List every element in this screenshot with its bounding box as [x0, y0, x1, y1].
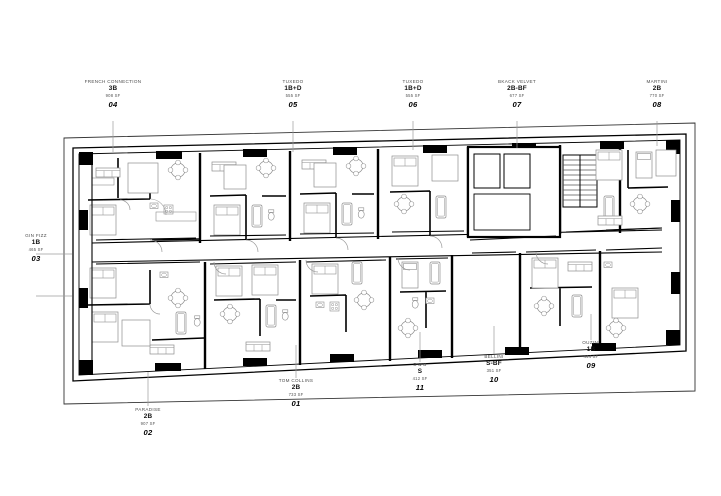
door-swings: [119, 199, 549, 315]
unit-plan-07: [389, 154, 459, 236]
unit-number: 04: [108, 99, 118, 109]
unit-callout-10[interactable]: BELLINI S-BF 351 SF 10: [454, 354, 534, 384]
unit-type: S: [417, 368, 423, 376]
unit-callout-09[interactable]: OUZINI 1B 444 SF 09: [551, 340, 631, 370]
unit-area: 733 SF: [288, 392, 304, 398]
unit-callout-08[interactable]: MARTINI 2B 770 SF 08: [617, 79, 697, 109]
unit-callout-01[interactable]: TOM COLLINS 2B 733 SF 01: [253, 378, 339, 408]
unit-type: 1B+D: [284, 85, 302, 93]
interior-partitions: [91, 160, 663, 372]
unit-plan-11: [309, 261, 375, 332]
unit-callout-06[interactable]: TUXEDO 1B+D 555 SF 06: [370, 79, 456, 109]
unit-callout-05[interactable]: TUXEDO 1B+D 555 SF 05: [250, 79, 336, 109]
demising-walls-lower: [203, 251, 602, 369]
unit-name: B & B: [413, 362, 427, 367]
unit-plan-05: [209, 157, 286, 240]
unit-name: BKACK VELVET: [498, 79, 536, 84]
unit-callout-03[interactable]: GIN FIZZ 1B 465 SF 03: [0, 233, 72, 263]
unit-name: TUXEDO: [282, 79, 304, 84]
unit-plan-10: [397, 261, 447, 339]
unit-type: S-BF: [486, 360, 502, 368]
unit-callout-02[interactable]: PARADISE 2B 907 SF 02: [105, 407, 191, 437]
unit-type: 2B-BF: [507, 85, 527, 93]
unit-name: FRENCH CONNECTION: [84, 79, 142, 84]
unit-name: GIN FIZZ: [25, 233, 47, 238]
unit-plan-04: [87, 158, 201, 241]
unit-name: MARTINI: [646, 79, 668, 84]
unit-area: 908 SF: [105, 93, 121, 99]
unit-area: 555 SF: [285, 93, 301, 99]
unit-plan-02: [87, 267, 205, 355]
unit-number: 02: [143, 427, 153, 437]
unit-area: 770 SF: [649, 93, 665, 99]
unit-name: OUZINI: [582, 340, 600, 345]
unit-name: PARADISE: [135, 407, 161, 412]
unit-number: 08: [652, 99, 662, 109]
unit-type: 1B: [31, 239, 41, 247]
unit-area: 412 SF: [412, 376, 428, 382]
unit-number: 07: [512, 99, 522, 109]
unit-number: 11: [415, 382, 425, 392]
unit-area: 351 SF: [486, 368, 502, 374]
unit-area: 465 SF: [28, 247, 44, 253]
unit-type: 2B: [652, 85, 662, 93]
unit-name: TOM COLLINS: [278, 378, 314, 383]
unit-name: BELLINI: [484, 354, 504, 359]
unit-number: 10: [489, 374, 499, 384]
unit-type: 1B: [586, 346, 596, 354]
unit-area: 907 SF: [140, 421, 156, 427]
unit-plan-09: [529, 257, 639, 339]
unit-name: TUXEDO: [402, 79, 424, 84]
unit-type: 1B+D: [404, 85, 422, 93]
unit-number: 09: [586, 360, 596, 370]
unit-plan-06: [299, 155, 374, 238]
unit-number: 05: [288, 99, 298, 109]
unit-number: 03: [31, 253, 41, 263]
stair-and-elevator-core: [466, 145, 598, 239]
leader-lines: [36, 121, 658, 406]
unit-area: 555 SF: [405, 93, 421, 99]
unit-callout-04[interactable]: FRENCH CONNECTION 3B 908 SF 04: [70, 79, 156, 109]
unit-callout-11[interactable]: B & B S 412 SF 11: [380, 362, 460, 392]
unit-plan-08: [595, 149, 677, 226]
unit-type: 2B: [291, 384, 301, 392]
unit-number: 06: [408, 99, 418, 109]
unit-area: 677 SF: [509, 93, 525, 99]
unit-type: 2B: [143, 413, 153, 421]
unit-plan-01: [213, 264, 296, 352]
unit-number: 01: [291, 398, 301, 408]
unit-type: 3B: [108, 85, 118, 93]
unit-area: 444 SF: [583, 354, 599, 360]
unit-callout-07[interactable]: BKACK VELVET 2B-BF 677 SF 07: [474, 79, 560, 109]
